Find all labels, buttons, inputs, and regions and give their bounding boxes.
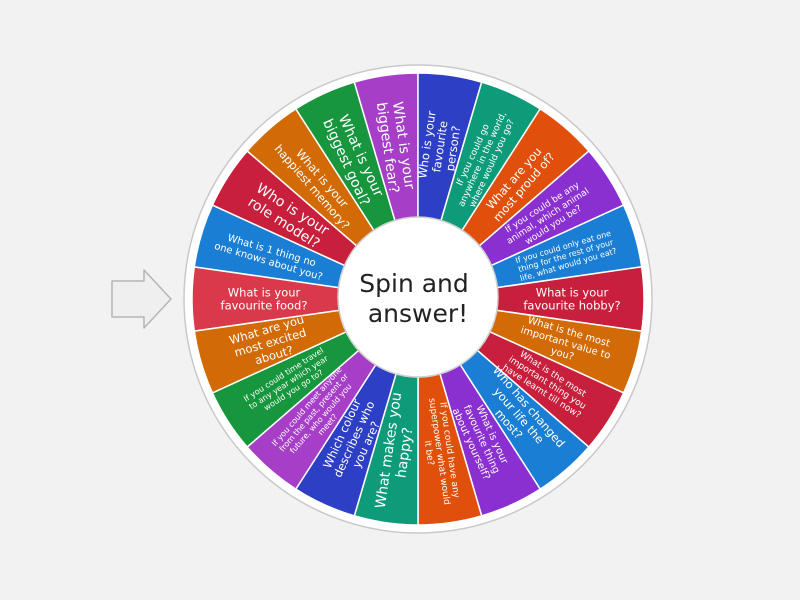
wheel-center-label: Spin and answer! [359,269,476,328]
wheel-segments[interactable] [191,72,645,526]
wheel-center-disc[interactable] [337,216,499,378]
center-label-line-2: answer! [368,299,468,328]
center-label-line-1: Spin and [359,269,469,298]
wheel-segment-label-19: Which colourdescribes whoyou are? [319,393,390,485]
